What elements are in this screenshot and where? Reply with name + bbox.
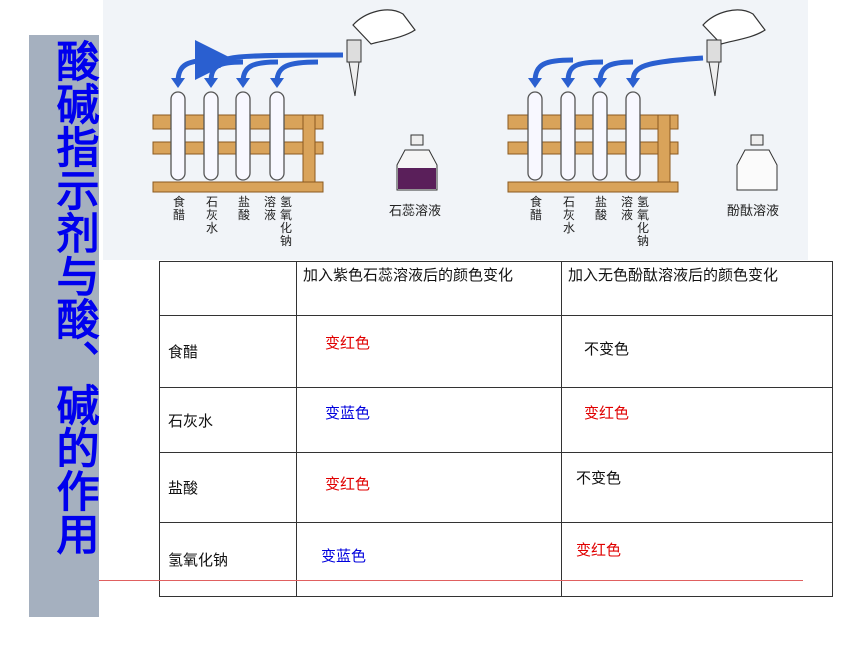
row-label: 盐酸 — [159, 452, 297, 523]
phenolphthalein-bottle-label: 酚酞溶液 — [727, 204, 780, 219]
phenol-cell: 不变色 — [561, 315, 833, 388]
litmus-result: 变蓝色 — [321, 547, 367, 565]
experiment-drawing — [152, 9, 778, 193]
left-arrows-icon — [175, 40, 344, 83]
phenolphthalein-bottle-icon — [736, 134, 778, 191]
tube-label-vinegar: 食醋 — [172, 195, 185, 222]
tube-label-limewater-2: 石灰水 — [562, 195, 575, 235]
litmus-cell: 变蓝色 — [296, 387, 562, 453]
tube-label-hcl-2: 盐酸 — [594, 195, 607, 222]
tube-label-hcl: 盐酸 — [237, 195, 250, 222]
header-empty — [159, 261, 297, 316]
table-row: 食醋 变红色 不变色 — [159, 315, 833, 388]
decorative-line — [99, 580, 803, 581]
right-arrows-icon — [532, 55, 704, 83]
tube-label-solution: 溶液 — [263, 195, 276, 222]
right-tubes — [527, 91, 641, 181]
litmus-bottle-icon — [396, 134, 438, 191]
phenol-cell: 变红色 — [561, 522, 833, 597]
litmus-bottle-label: 石蕊溶液 — [389, 204, 442, 219]
phenol-result: 不变色 — [576, 469, 622, 487]
litmus-result: 变蓝色 — [325, 404, 371, 422]
left-tubes — [170, 91, 285, 181]
tube-label-limewater: 石灰水 — [205, 195, 218, 235]
phenol-result: 不变色 — [584, 340, 630, 358]
row-label: 食醋 — [159, 315, 297, 388]
title-bar: 酸碱指示剂与酸、碱的作用 — [29, 35, 99, 617]
tube-label-solution-2: 溶液 — [620, 195, 633, 222]
header-phenolphthalein: 加入无色酚酞溶液后的颜色变化 — [561, 261, 833, 316]
phenol-result: 变红色 — [576, 541, 622, 559]
litmus-result: 变红色 — [325, 475, 371, 493]
litmus-cell: 变红色 — [296, 315, 562, 388]
phenol-cell: 变红色 — [561, 387, 833, 453]
tube-label-naoh: 氢氧化钠 — [279, 195, 292, 248]
row-label: 氢氧化钠 — [159, 522, 297, 597]
phenol-result: 变红色 — [584, 404, 630, 422]
litmus-cell: 变红色 — [296, 452, 562, 523]
header-litmus: 加入紫色石蕊溶液后的颜色变化 — [296, 261, 562, 316]
tube-label-vinegar-2: 食醋 — [529, 195, 542, 222]
left-arrow-heads — [171, 78, 284, 88]
table-row: 氢氧化钠 变蓝色 变红色 — [159, 522, 833, 597]
table-header-row: 加入紫色石蕊溶液后的颜色变化 加入无色酚酞溶液后的颜色变化 — [159, 261, 833, 316]
results-table: 加入紫色石蕊溶液后的颜色变化 加入无色酚酞溶液后的颜色变化 食醋 变红色 不变色… — [159, 261, 833, 597]
slide-title: 酸碱指示剂与酸、碱的作用 — [49, 39, 99, 555]
experiment-illustration: 食醋 石灰水 盐酸 溶液 氢氧化钠 石蕊溶液 食醋 石灰水 盐酸 溶液 氢氧化钠… — [103, 0, 808, 260]
left-dropper-hand-icon — [346, 9, 416, 97]
table-row: 盐酸 变红色 不变色 — [159, 452, 833, 523]
table-row: 石灰水 变蓝色 变红色 — [159, 387, 833, 453]
litmus-cell: 变蓝色 — [296, 522, 562, 597]
right-dropper-hand-icon — [702, 9, 766, 97]
phenol-cell: 不变色 — [561, 452, 833, 523]
right-arrow-heads — [528, 78, 640, 88]
row-label: 石灰水 — [159, 387, 297, 453]
litmus-result: 变红色 — [325, 334, 371, 352]
tube-label-naoh-2: 氢氧化钠 — [636, 195, 649, 248]
